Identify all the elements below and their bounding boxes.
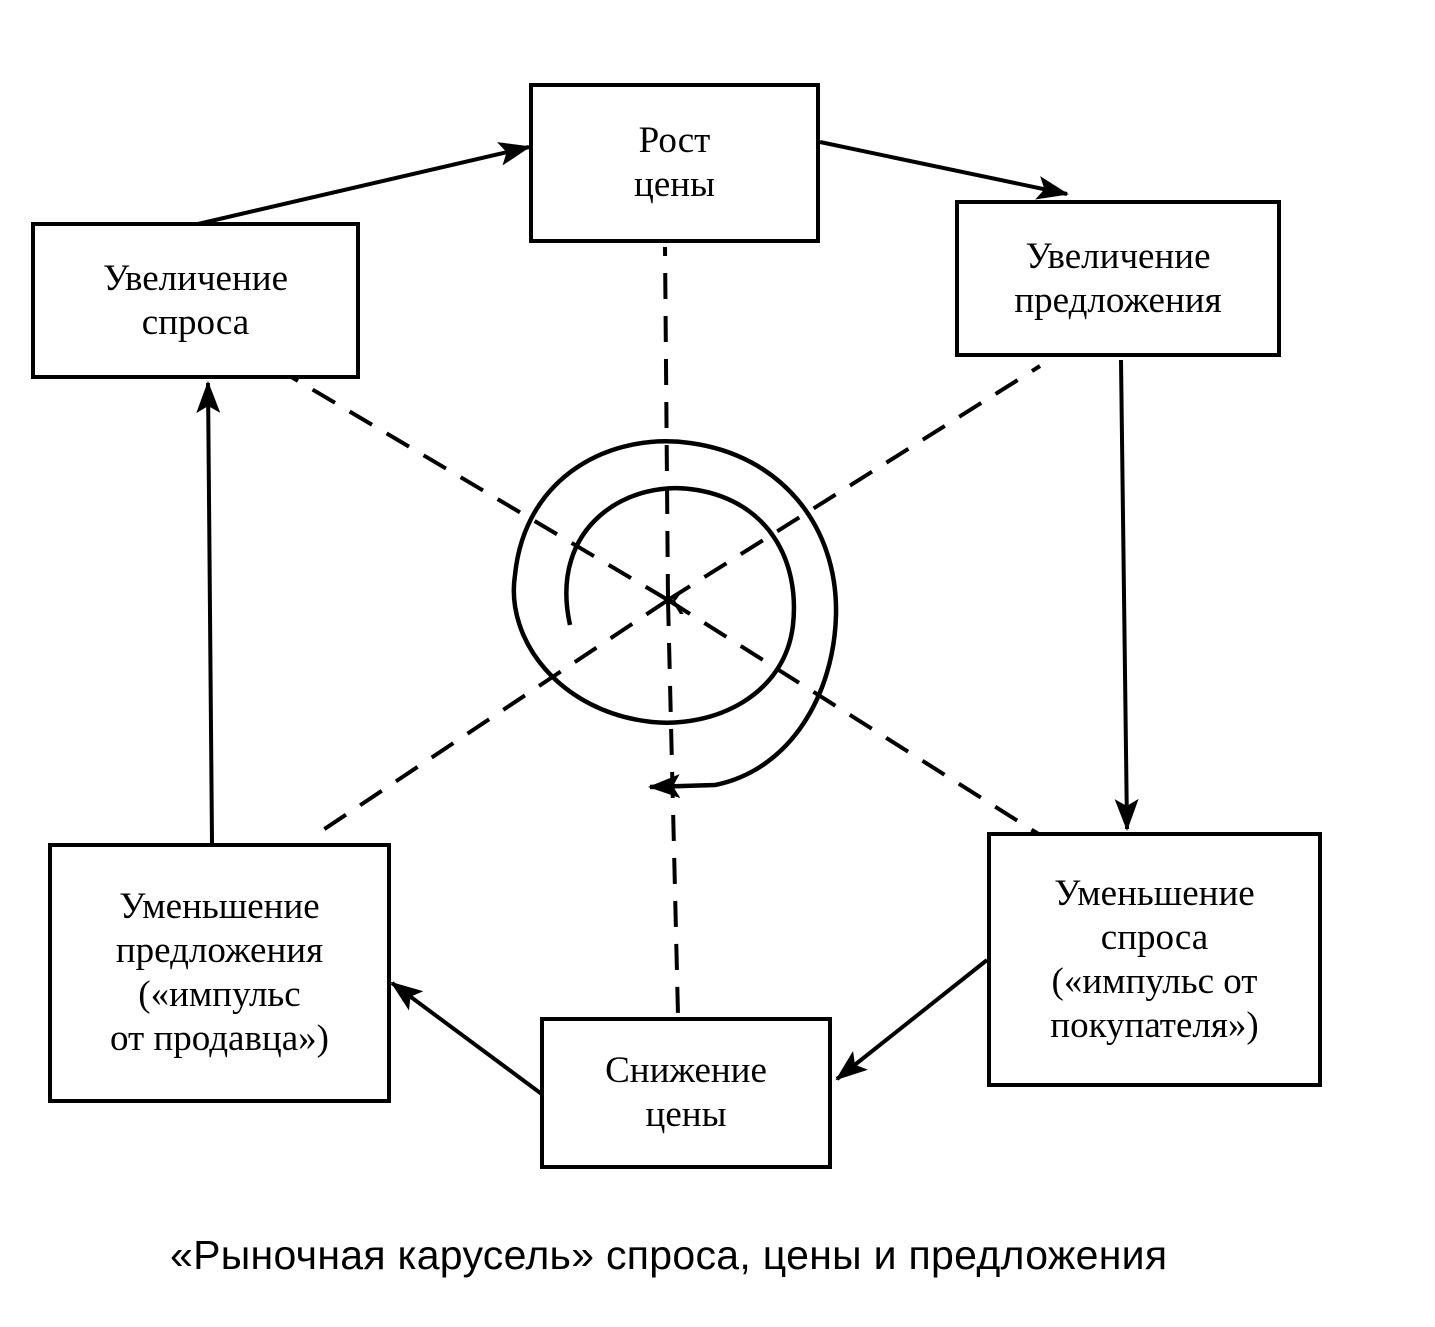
arrow-price-down-to-supply-down (390, 981, 545, 1097)
spoke-to-supply-down (318, 598, 670, 834)
spoke-to-demand-down (666, 598, 1042, 837)
box-text-line: Снижение (605, 1050, 767, 1091)
arrow-supply-down-to-demand-up (196, 381, 221, 844)
box-text-line: спроса (141, 301, 250, 343)
spoke-to-demand-up (286, 373, 670, 602)
spoke-to-price-up (663, 246, 670, 601)
box-text-line: Увеличение (1025, 235, 1211, 277)
box-text-line: Увеличение (102, 257, 289, 299)
box-text-line: предложения (115, 930, 324, 971)
box-text-line: Уменьшение (1054, 872, 1255, 914)
arrow-demand-up-to-price-up (197, 142, 531, 226)
center-spiral (511, 439, 839, 799)
box-text-line: («импульс (138, 974, 301, 1015)
box-text-line: от продавца») (110, 1018, 329, 1059)
center-label: К (664, 584, 684, 622)
diagram-caption: «Рыночная карусель» спроса, цены и предл… (170, 1232, 1168, 1278)
spoke-to-price-down (666, 599, 680, 1016)
box-text-line: Рост (638, 120, 711, 161)
box-text-line: спроса (1100, 916, 1209, 958)
box-text-line: покупателя») (1050, 1004, 1259, 1046)
arrow-supply-up-to-demand-down (1114, 359, 1139, 831)
arrow-demand-down-to-price-down (835, 958, 989, 1081)
box-text-line: предложения (1014, 279, 1222, 321)
box-text-line: («импульс от (1051, 960, 1258, 1002)
box-text-line: цены (634, 164, 715, 205)
spoke-to-supply-up (666, 364, 1042, 602)
box-text-line: цены (645, 1094, 727, 1135)
box-text-line: Уменьшение (119, 886, 320, 927)
arrow-price-up-to-supply-up (819, 140, 1069, 200)
